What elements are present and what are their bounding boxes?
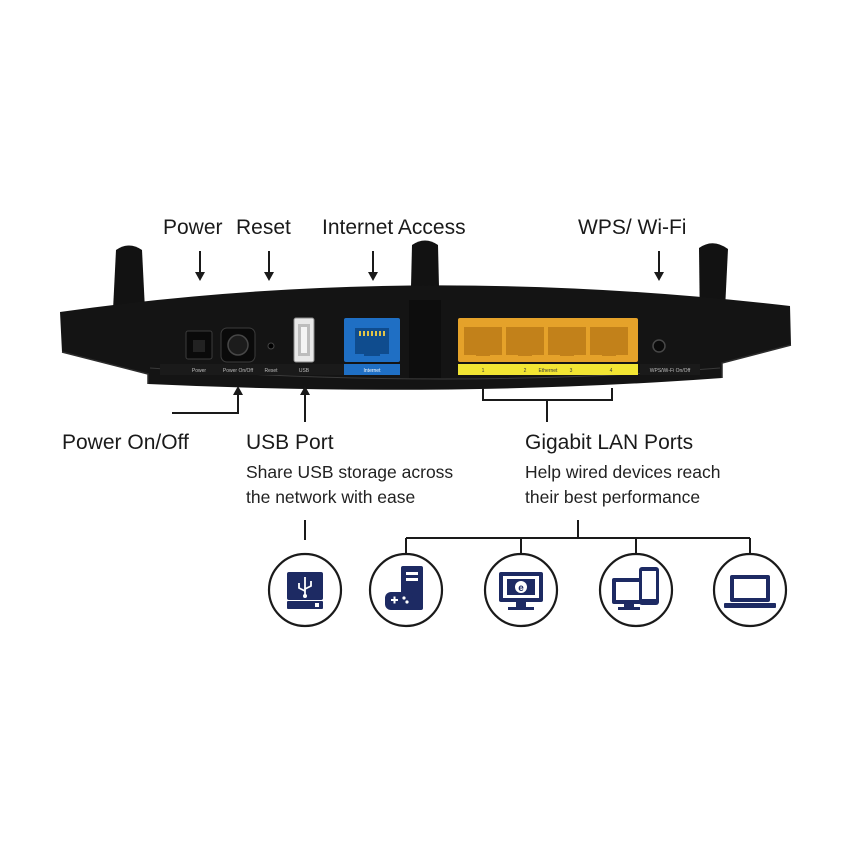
panel-text-ethernet: Ethernet <box>539 368 559 374</box>
panel-text-usb: USB <box>299 368 310 374</box>
lan-desc-line-2: their best performance <box>525 487 701 507</box>
wps-button <box>652 339 666 353</box>
top-arrows <box>195 251 664 281</box>
panel-text-power-onoff: Power On/Off <box>223 368 254 374</box>
panel-text-reset: Reset <box>264 368 278 374</box>
panel-text-internet: Internet <box>364 368 382 374</box>
label-internet-access: Internet Access <box>322 216 466 239</box>
panel-text-wps-wifi: WPS/Wi-Fi On/Off <box>650 368 691 374</box>
label-wps-wifi: WPS/ Wi-Fi <box>578 216 687 239</box>
lan-port-sockets <box>464 327 628 356</box>
label-power: Power <box>163 216 223 239</box>
label-usb-port: USB Port <box>246 431 334 454</box>
pc-console-glyph <box>385 566 423 610</box>
label-power-onoff: Power On/Off <box>62 431 189 454</box>
panel-text-lan-4: 4 <box>610 368 613 374</box>
lan-desc-line-1: Help wired devices reach <box>525 462 721 482</box>
panel-text-power: Power <box>192 368 207 374</box>
label-reset: Reset <box>236 216 291 239</box>
bottom-arrows <box>172 386 751 553</box>
usb-desc-line-2: the network with ease <box>246 487 416 507</box>
usb-desc-line-1: Share USB storage across <box>246 462 454 482</box>
internet-strip <box>344 364 400 375</box>
label-gigabit-lan-ports: Gigabit LAN Ports <box>525 431 694 454</box>
panel-text-lan-1: 1 <box>482 368 485 374</box>
svg-text:e: e <box>518 583 524 594</box>
panel-text-lan-2: 2 <box>524 368 527 374</box>
panel-text-lan-3: 3 <box>570 368 573 374</box>
lan-strip <box>458 364 638 375</box>
reset-pinhole <box>267 342 275 350</box>
